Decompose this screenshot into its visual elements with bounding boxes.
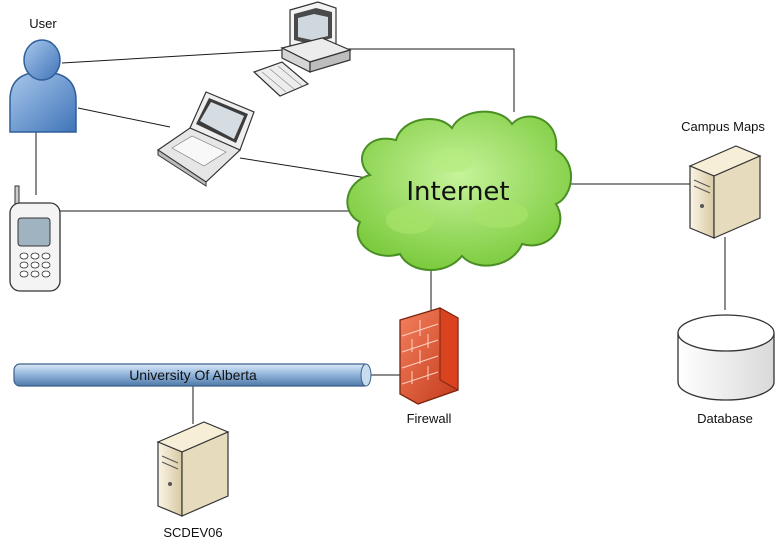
database-icon [677, 314, 775, 401]
network-pipe [13, 363, 372, 387]
server-label: SCDEV06 [163, 525, 222, 540]
link-user-laptop [77, 107, 171, 128]
mobile-phone-icon [9, 185, 61, 292]
network-label: University Of Alberta [129, 367, 257, 383]
link-user-desktop [61, 48, 301, 64]
cloud-icon [346, 110, 572, 271]
user-label: User [29, 16, 57, 31]
firewall-label: Firewall [407, 411, 452, 426]
server-icon [156, 421, 230, 517]
desktop-computer-icon [252, 1, 352, 97]
link-laptop-internet [239, 157, 368, 179]
internet-label: Internet [406, 177, 509, 207]
campus-maps-label: Campus Maps [681, 119, 765, 134]
link-desktop-internet [345, 48, 515, 112]
server-icon [688, 145, 762, 239]
firewall-icon [399, 307, 459, 405]
connections [35, 48, 726, 424]
laptop-icon [156, 91, 255, 187]
database-label: Database [697, 411, 753, 426]
user-icon [9, 39, 77, 133]
